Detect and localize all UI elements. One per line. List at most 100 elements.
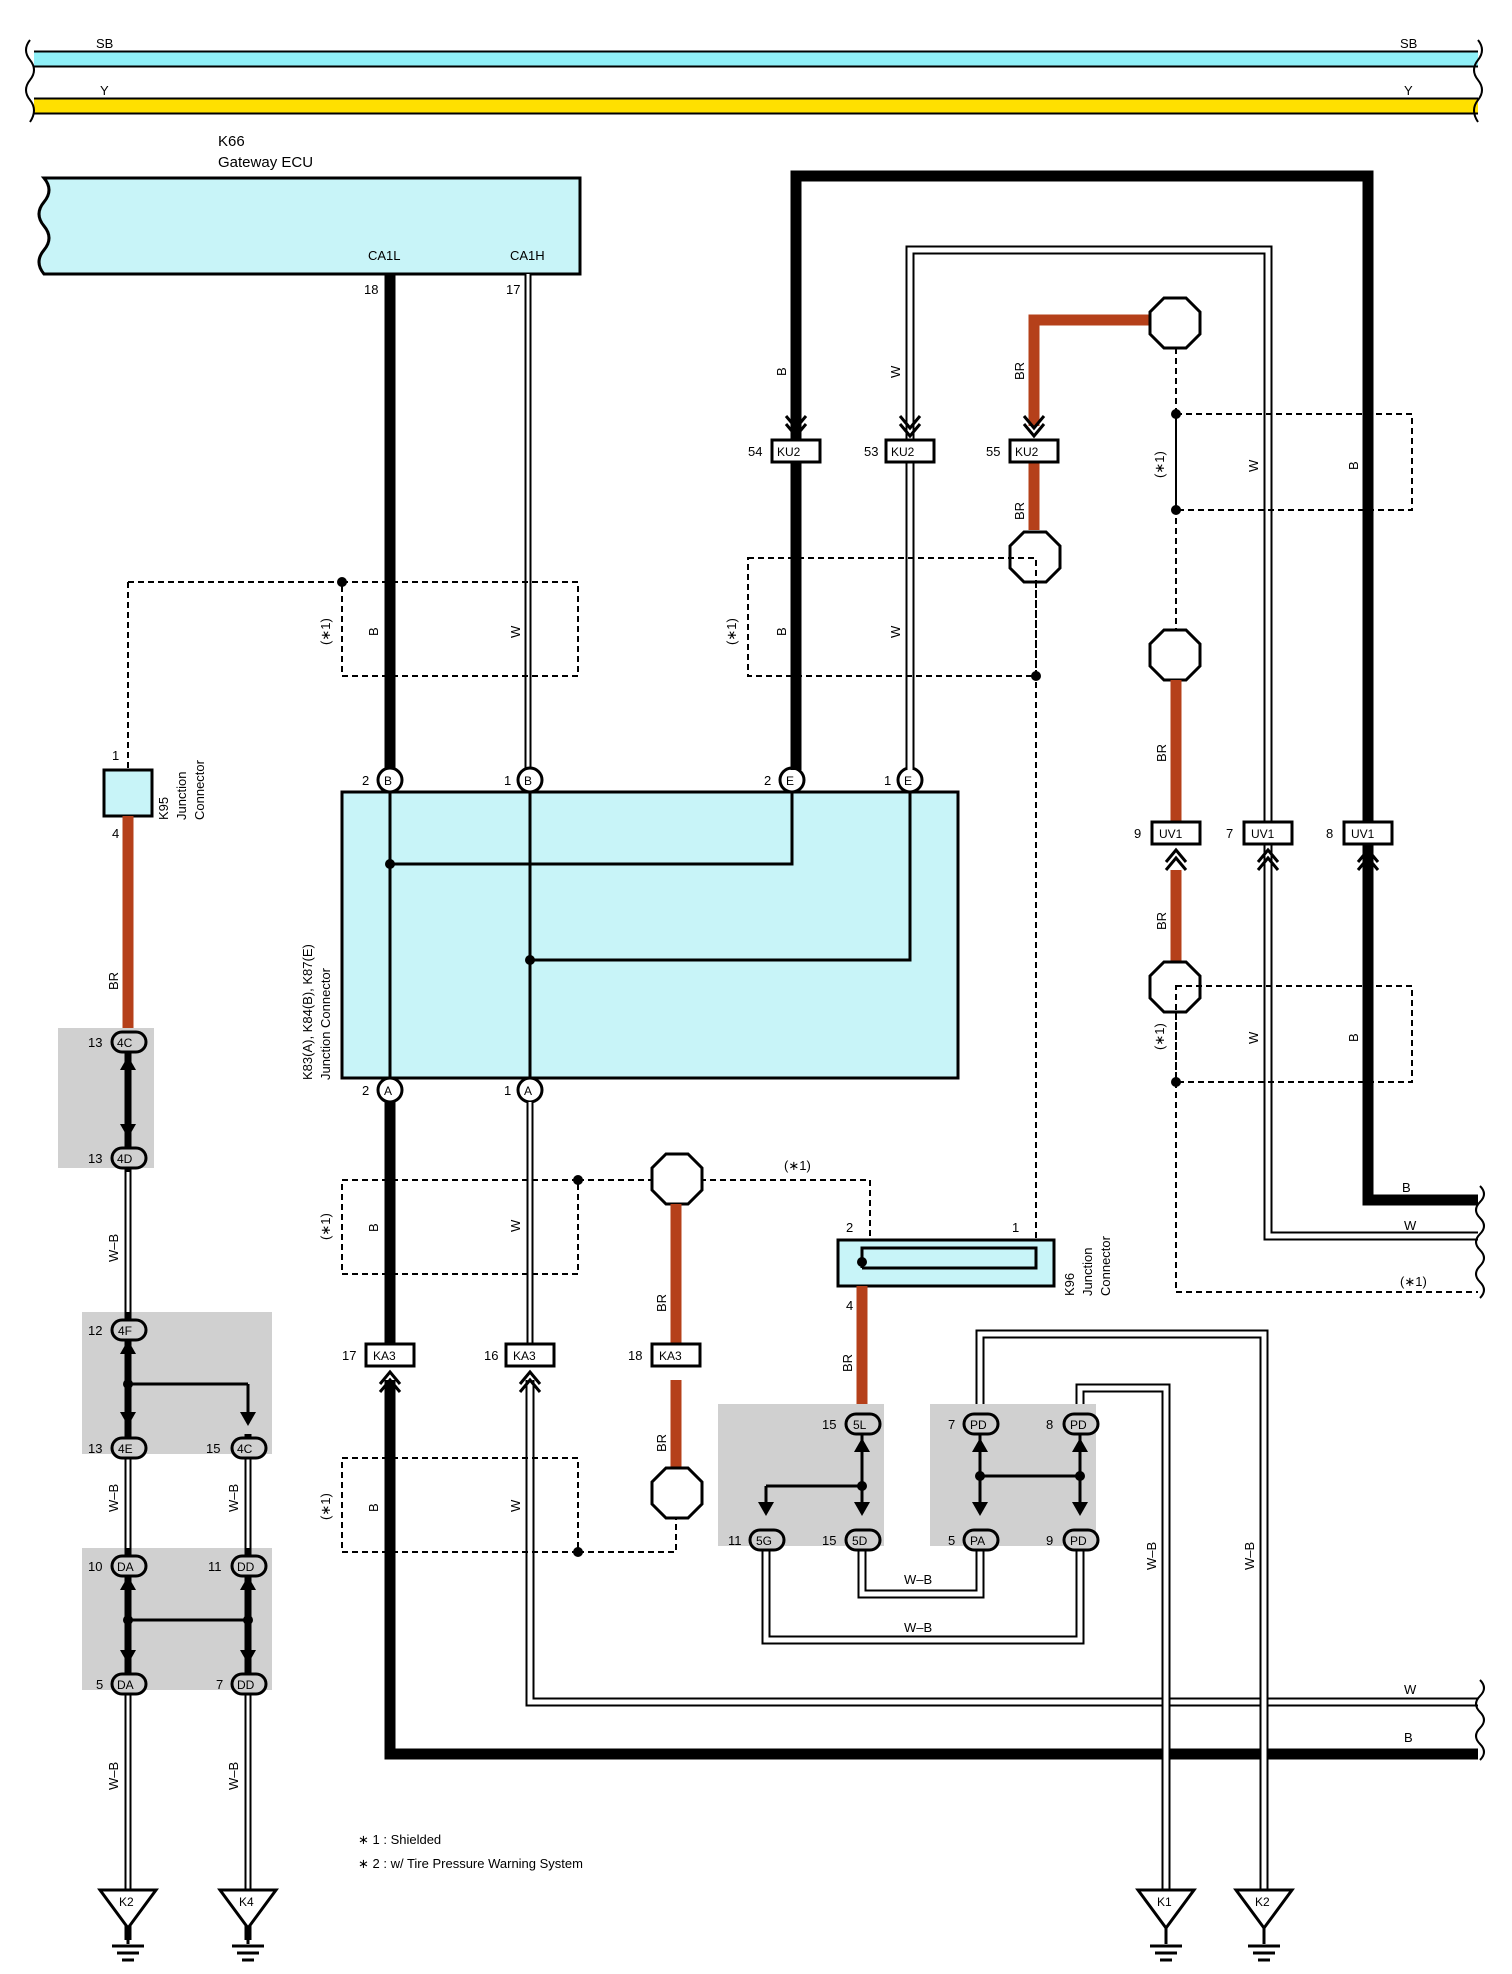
- bus-y-label-left: Y: [100, 83, 109, 98]
- shield-label-7: (∗1): [318, 1493, 333, 1520]
- conn-4e: 4E: [118, 1442, 133, 1456]
- ecu-pin-ca1h: CA1H: [510, 248, 545, 263]
- conn-pd-7-pin: 7: [948, 1417, 955, 1432]
- pin-e-label: E: [786, 774, 794, 788]
- ku2-55-name: KU2: [1015, 445, 1039, 459]
- pin-e1: 1: [884, 773, 891, 788]
- note-1: ∗ 1 : Shielded: [358, 1832, 441, 1847]
- wire-w-4: W: [1246, 1031, 1261, 1044]
- ground-label-3: K1: [1157, 1895, 1172, 1909]
- conn-dd-pin: 11: [208, 1559, 222, 1574]
- top-buses: SB SB Y Y: [25, 36, 1483, 123]
- conn-da-pin: 10: [88, 1559, 102, 1574]
- wire-wb-l2: W–B: [106, 1484, 121, 1512]
- pin-e-label-2: E: [904, 774, 912, 788]
- conn-da-2-pin: 5: [96, 1677, 103, 1692]
- conn-4e-pin: 13: [88, 1441, 102, 1456]
- k96-junction: 2 1 4 K96 Junction Connector BR: [836, 1220, 1113, 1418]
- k96-sub2: Connector: [1098, 1235, 1113, 1296]
- jc-name: K83(A), K84(B), K87(E): [300, 944, 315, 1080]
- note-2: ∗ 2 : w/ Tire Pressure Warning System: [358, 1856, 583, 1871]
- conn-pd-9-pin: 9: [1046, 1533, 1053, 1548]
- bus-y-label-right: Y: [1404, 83, 1413, 98]
- shield-label-3: (∗1): [1152, 451, 1167, 478]
- wire-br-uv1-2: BR: [1154, 912, 1169, 930]
- shield-box-ecu: (∗1) B W: [127, 577, 579, 768]
- gateway-ecu: K66 Gateway ECU CA1L CA1H 18 17: [37, 133, 582, 297]
- ka3-row: W B (∗1) B W (∗1) BR BR KA3 17 KA3 16 KA…: [318, 1102, 1485, 1761]
- shield-label-2: (∗1): [724, 618, 739, 645]
- wire-wb-k2: W–B: [1242, 1542, 1257, 1570]
- ku2-55-pin: 55: [986, 444, 1000, 459]
- ecu-pin-17: 17: [506, 282, 520, 297]
- ka3-18-pin: 18: [628, 1348, 642, 1363]
- conn-5l: 5L: [853, 1418, 867, 1432]
- wire-br-ka3: BR: [654, 1294, 669, 1312]
- k96-pin-1: 1: [1012, 1220, 1019, 1235]
- ka3-17-pin: 17: [342, 1348, 356, 1363]
- conn-5l-pin: 15: [822, 1417, 836, 1432]
- conn-pd-7: PD: [970, 1418, 987, 1432]
- wire-w-2: W: [888, 625, 903, 638]
- uv1-7-pin: 7: [1226, 826, 1233, 841]
- ku2-54-pin: 54: [748, 444, 762, 459]
- conn-dd-2: DD: [237, 1678, 255, 1692]
- shield-label-1: (∗1): [318, 618, 333, 645]
- k96-sub1: Junction: [1080, 1248, 1095, 1296]
- main-junction-connector: K83(A), K84(B), K87(E) Junction Connecto…: [300, 766, 960, 1104]
- conn-4d-pin: 13: [88, 1151, 102, 1166]
- wire-wb-k1: W–B: [1144, 1542, 1159, 1570]
- uv1-9-pin: 9: [1134, 826, 1141, 841]
- ka3-17-name: KA3: [373, 1349, 396, 1363]
- shield-label-right: (∗1): [1400, 1274, 1427, 1289]
- bus-sb-label-right: SB: [1400, 36, 1417, 51]
- wire-b-bottom: B: [1404, 1730, 1413, 1745]
- conn-pa: PA: [970, 1534, 985, 1548]
- pin-b1: 1: [504, 773, 511, 788]
- wire-b-1: B: [366, 627, 381, 636]
- conn-da: DA: [117, 1560, 134, 1574]
- wire-wb-loop1: W–B: [904, 1572, 932, 1587]
- pin-a-label: A: [384, 1084, 392, 1098]
- pin-b-label-2: B: [524, 774, 532, 788]
- conn-pa-pin: 5: [948, 1533, 955, 1548]
- k95-pin-4: 4: [112, 826, 119, 841]
- k95-junction: 1 4 K95 Junction Connector BR: [102, 748, 207, 1030]
- pin-b2: 2: [362, 773, 369, 788]
- wire-w-3: W: [1246, 459, 1261, 472]
- wire-br-k96: BR: [840, 1354, 855, 1372]
- ka3-16-pin: 16: [484, 1348, 498, 1363]
- pin-e2: 2: [764, 773, 771, 788]
- conn-5d-pin: 15: [822, 1533, 836, 1548]
- conn-5d: 5D: [852, 1534, 868, 1548]
- pin-a1: 1: [504, 1083, 511, 1098]
- conn-pd-8: PD: [1070, 1418, 1087, 1432]
- wire-w-ku2: W: [888, 365, 903, 378]
- wire-b-right: B: [1402, 1180, 1411, 1195]
- wire-b-3: B: [1346, 461, 1361, 470]
- ecu-pin-18: 18: [364, 282, 378, 297]
- wire-wb-l5: W–B: [226, 1762, 241, 1790]
- wire-br-ku2-2: BR: [1012, 502, 1027, 520]
- k95-name: K95: [156, 797, 171, 820]
- wire-w-7: W: [508, 1499, 523, 1512]
- conn-4c-right-pin: 15: [206, 1441, 220, 1456]
- conn-pd-8-pin: 8: [1046, 1417, 1053, 1432]
- conn-dd: DD: [237, 1560, 255, 1574]
- grounds: K2 K4 K1 K2: [97, 1888, 1295, 1962]
- conn-4f: 4F: [118, 1324, 132, 1338]
- ground-k2-right: K2: [1233, 1888, 1295, 1962]
- wire-wb-l4: W–B: [106, 1762, 121, 1790]
- pin-a-label-2: A: [524, 1084, 532, 1098]
- ground-k1: K1: [1135, 1888, 1197, 1962]
- ku2-54-name: KU2: [777, 445, 801, 459]
- wire-b-4: B: [1346, 1033, 1361, 1042]
- bottom-right-connectors: W–B W–B W–B W–B: [718, 1329, 1269, 1900]
- ku2-53-pin: 53: [864, 444, 878, 459]
- wire-wb-loop2: W–B: [904, 1620, 932, 1635]
- k96-pin-2: 2: [846, 1220, 853, 1235]
- ground-k4: K4: [217, 1888, 279, 1962]
- conn-dd-2-pin: 7: [216, 1677, 223, 1692]
- wire-b-5: B: [366, 1223, 381, 1232]
- uv1-8-name: UV1: [1351, 827, 1375, 841]
